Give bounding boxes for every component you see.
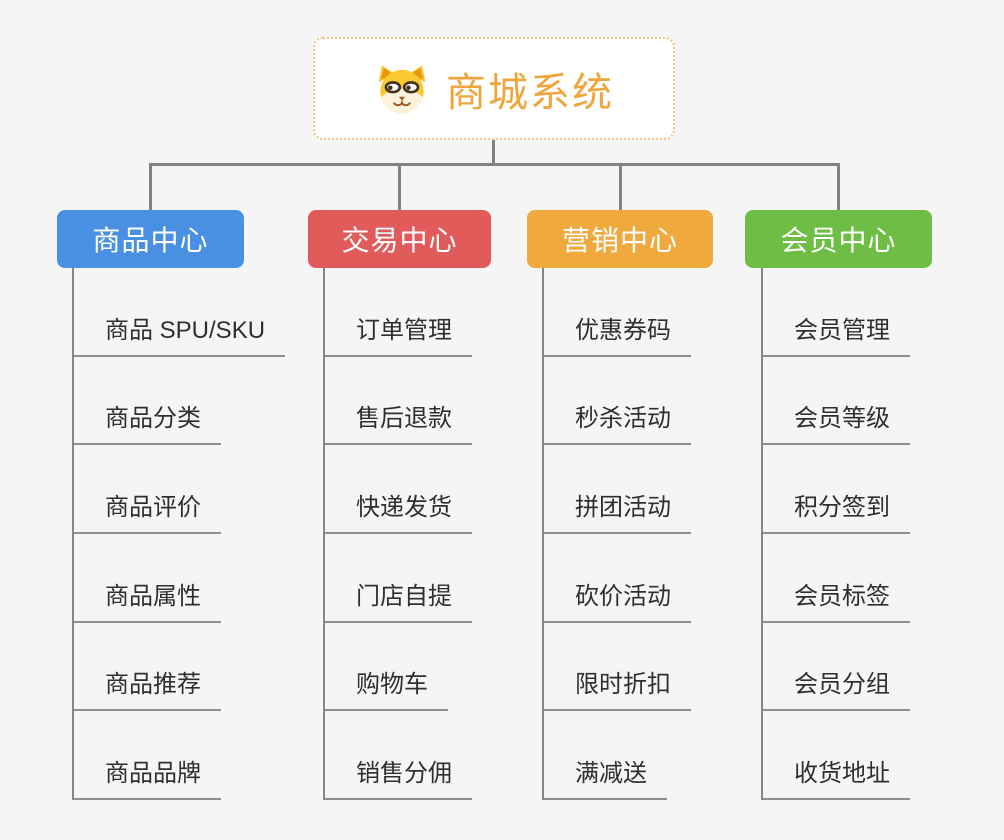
child-row: 会员标签 [763, 534, 910, 623]
child-node-limited-time-discount[interactable]: 限时折扣 [544, 664, 691, 712]
children-marketing-center: 优惠券码 秒杀活动 拼团活动 砍价活动 限时折扣 满减送 [542, 268, 691, 800]
child-node-coupon-code[interactable]: 优惠券码 [544, 310, 691, 357]
child-node-sales-commission[interactable]: 销售分佣 [325, 753, 472, 800]
child-row: 积分签到 [763, 445, 910, 534]
root-label: 商城系统 [446, 70, 614, 115]
child-node-shopping-cart[interactable]: 购物车 [325, 664, 448, 712]
child-node-member-level[interactable]: 会员等级 [763, 398, 910, 446]
child-node-flash-sale[interactable]: 秒杀活动 [544, 398, 691, 446]
child-row: 商品属性 [74, 534, 285, 623]
child-node-aftersale-refund[interactable]: 售后退款 [325, 398, 472, 446]
branch-node-member-center[interactable]: 会员中心 [745, 210, 932, 268]
child-row: 拼团活动 [544, 445, 691, 534]
child-node-product-category[interactable]: 商品分类 [74, 398, 221, 446]
root-node[interactable]: 商城系统 [313, 37, 675, 140]
child-row: 商品 SPU/SKU [74, 268, 286, 357]
connector-stub-marketing [619, 163, 622, 211]
child-row: 秒杀活动 [544, 357, 691, 446]
child-node-group-buy[interactable]: 拼团活动 [544, 487, 691, 534]
child-node-shipping-address[interactable]: 收货地址 [763, 753, 910, 800]
child-row: 收货地址 [763, 711, 910, 800]
children-trade-center: 订单管理 售后退款 快递发货 门店自提 购物车 销售分佣 [323, 268, 472, 800]
children-member-center: 会员管理 会员等级 积分签到 会员标签 会员分组 收货地址 [761, 268, 910, 800]
child-node-member-management[interactable]: 会员管理 [763, 310, 910, 357]
child-node-member-tag[interactable]: 会员标签 [763, 576, 910, 623]
child-row: 订单管理 [325, 268, 472, 357]
connector-horizontal [149, 163, 840, 166]
dog-face-icon [374, 63, 430, 115]
child-node-product-review[interactable]: 商品评价 [74, 487, 221, 534]
child-node-store-pickup[interactable]: 门店自提 [325, 576, 472, 623]
child-row: 会员等级 [763, 357, 910, 446]
child-node-express-delivery[interactable]: 快递发货 [325, 487, 472, 534]
connector-stub-product [149, 163, 152, 211]
branch-node-marketing-center[interactable]: 营销中心 [527, 210, 713, 268]
children-product-center: 商品 SPU/SKU 商品分类 商品评价 商品属性 商品推荐 商品品牌 [72, 268, 286, 800]
child-row: 限时折扣 [544, 623, 691, 712]
child-row: 购物车 [325, 623, 472, 712]
child-row: 销售分佣 [325, 711, 472, 800]
child-row: 售后退款 [325, 357, 472, 446]
branch-node-trade-center[interactable]: 交易中心 [308, 210, 491, 268]
child-row: 商品品牌 [74, 711, 285, 800]
child-node-bargain-activity[interactable]: 砍价活动 [544, 576, 691, 623]
child-node-product-attribute[interactable]: 商品属性 [74, 576, 221, 623]
child-row: 商品推荐 [74, 623, 285, 712]
connector-root-vertical [492, 140, 495, 165]
child-node-points-checkin[interactable]: 积分签到 [763, 487, 910, 534]
child-node-product-spu-sku[interactable]: 商品 SPU/SKU [74, 310, 286, 357]
child-node-member-group[interactable]: 会员分组 [763, 664, 910, 712]
child-node-product-recommend[interactable]: 商品推荐 [74, 664, 221, 712]
child-node-full-reduction[interactable]: 满减送 [544, 753, 667, 800]
child-row: 砍价活动 [544, 534, 691, 623]
connector-stub-member [837, 163, 840, 211]
child-row: 会员管理 [763, 268, 910, 357]
child-row: 快递发货 [325, 445, 472, 534]
child-row: 商品评价 [74, 445, 285, 534]
child-row: 门店自提 [325, 534, 472, 623]
child-row: 满减送 [544, 711, 691, 800]
connector-stub-trade [398, 163, 401, 211]
child-node-product-brand[interactable]: 商品品牌 [74, 753, 221, 800]
child-row: 优惠券码 [544, 268, 691, 357]
child-row: 商品分类 [74, 357, 285, 446]
branch-node-product-center[interactable]: 商品中心 [57, 210, 244, 268]
child-row: 会员分组 [763, 623, 910, 712]
child-node-order-management[interactable]: 订单管理 [325, 310, 472, 357]
